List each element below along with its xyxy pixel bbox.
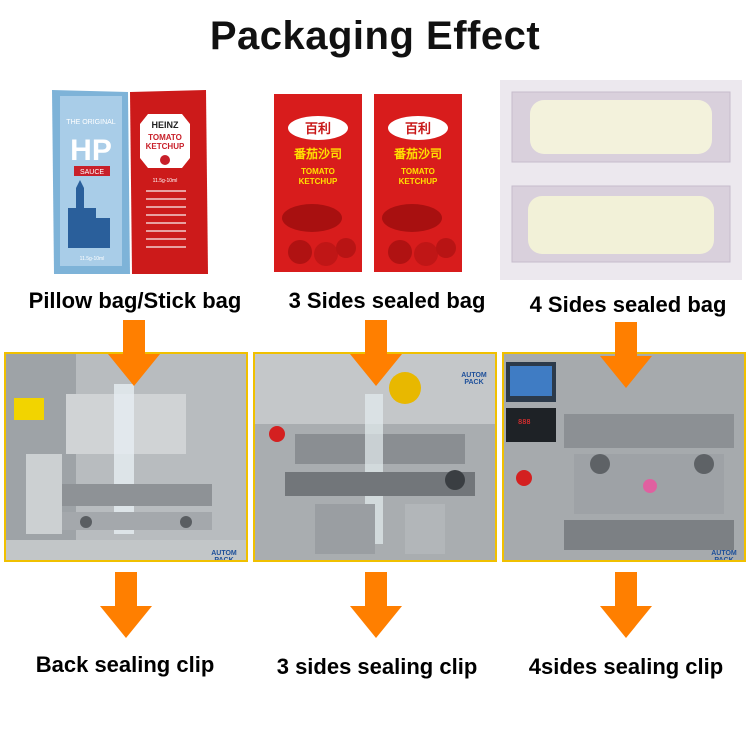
bag-type-four-side: 4 Sides sealed bag [529, 292, 727, 317]
bag-type-pillow: Pillow bag/Stick bag [28, 288, 242, 313]
heinz-brand: HEINZ [152, 120, 180, 130]
arrow-down-icon [350, 320, 402, 386]
brand-watermark: AUTOM PACK [211, 550, 237, 562]
clip-label-three-side: 3 sides sealing clip [276, 654, 478, 679]
hp-brand: HP [70, 134, 112, 167]
baili-cn-left: 番茄沙司 [293, 146, 342, 161]
bag-type-three-side: 3 Sides sealed bag [288, 288, 486, 313]
baili-line2-left: KETCHUP [299, 177, 338, 186]
heinz-size: 11.5g-10ml [153, 178, 178, 184]
hp-top-text: THE ORIGINAL [66, 119, 116, 126]
big-ben-icon [68, 180, 110, 248]
arrow-down-icon [350, 572, 402, 638]
heinz-line2: KETCHUP [146, 142, 185, 151]
four-side-sealing-machine-photo: 888 AUTOM PACK [502, 352, 746, 562]
brand-watermark: AUTOM PACK [461, 372, 487, 386]
clip-label-four-side: 4sides sealing clip [528, 654, 724, 679]
arrow-down-icon [600, 572, 652, 638]
baili-line2-right: KETCHUP [399, 177, 438, 186]
arrow-down-icon [108, 320, 160, 386]
page-title: Packaging Effect [209, 14, 541, 58]
baili-line1-left: TOMATO [301, 167, 335, 176]
tomato-icon [160, 155, 170, 165]
three-side-sealing-machine-photo: AUTOM PACK [253, 352, 497, 562]
clip-label-back: Back sealing clip [35, 652, 215, 677]
brand-watermark: AUTOM PACK [711, 550, 737, 562]
arrow-down-icon [600, 322, 652, 388]
svg-text:888: 888 [518, 418, 531, 426]
arrow-down-icon [100, 572, 152, 638]
hp-name: SAUCE [80, 169, 104, 176]
baili-brand-right: 百利 [405, 121, 431, 137]
four-side-bag-photo [500, 80, 742, 280]
hp-size: 11.5g-10ml [80, 256, 105, 262]
pillow-bag-photo: THE ORIGINAL HP SAUCE 11.5g-10ml HEINZ T… [50, 88, 210, 276]
baili-cn-right: 番茄沙司 [393, 146, 442, 161]
baili-bag-left: 百利 番茄沙司 TOMATO KETCHUP [274, 94, 362, 272]
baili-bag-right: 百利 番茄沙司 TOMATO KETCHUP [374, 94, 462, 272]
heinz-line1: TOMATO [148, 133, 182, 142]
back-sealing-machine-photo: AUTOM PACK [4, 352, 248, 562]
baili-brand-left: 百利 [305, 121, 331, 137]
baili-line1-right: TOMATO [401, 167, 435, 176]
three-side-bag-photo: 百利 番茄沙司 TOMATO KETCHUP 百利 番茄沙司 TOMATO KE… [272, 92, 464, 274]
